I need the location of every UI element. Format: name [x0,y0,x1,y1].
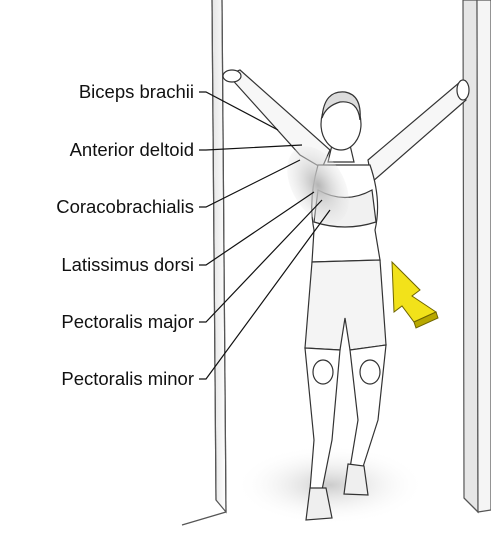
label-latissimus-dorsi: Latissimus dorsi [61,256,194,275]
right-doorframe [463,0,491,512]
direction-arrow [392,262,438,328]
label-pectoralis-minor: Pectoralis minor [61,370,194,389]
label-coracobrachialis: Coracobrachialis [56,198,194,217]
label-anterior-deltoid: Anterior deltoid [70,141,194,160]
label-biceps-brachii: Biceps brachii [79,83,194,102]
label-pectoralis-major: Pectoralis major [61,313,194,332]
